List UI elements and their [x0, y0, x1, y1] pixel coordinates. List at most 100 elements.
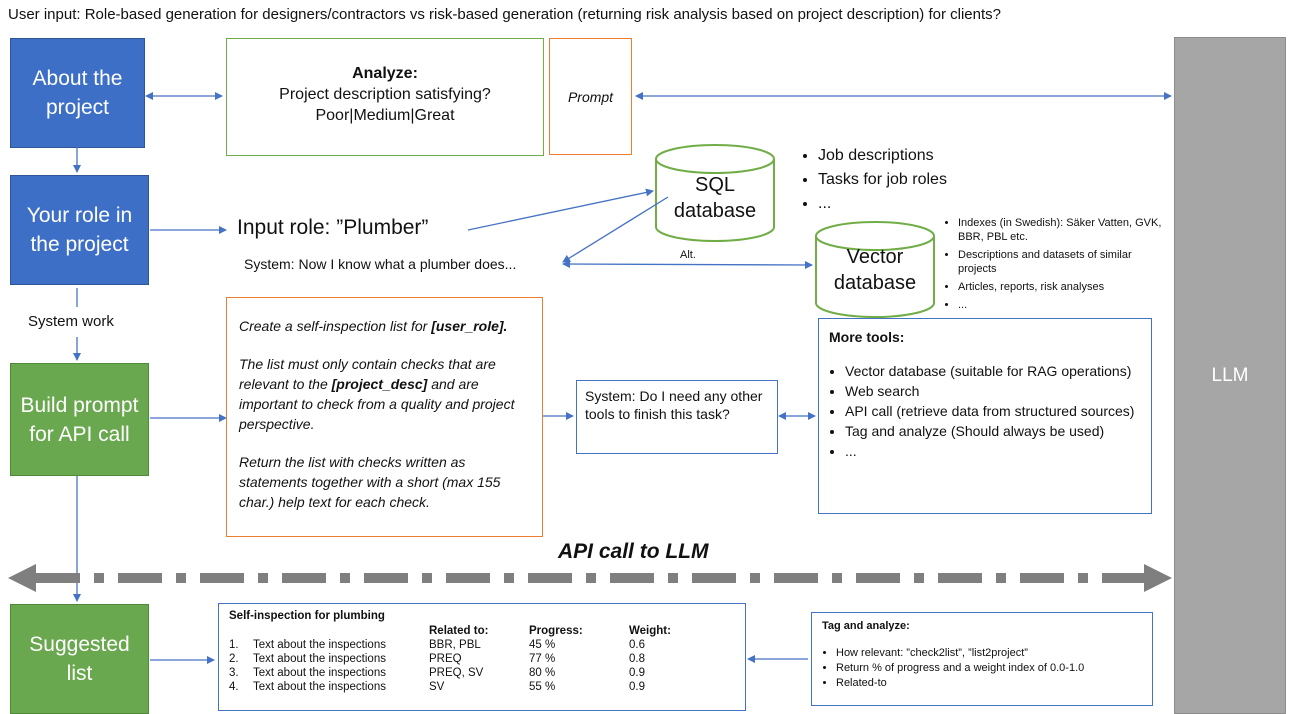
instruction-text: The list must only contain checks that a…: [239, 356, 496, 392]
instruction-paragraph-3: Return the list with checks written as s…: [239, 454, 501, 510]
stage-about-project: About the project: [10, 38, 145, 148]
table-cell: 2.: [229, 653, 239, 665]
more-tools-title: More tools:: [829, 329, 905, 345]
user-input-text: User input: Role-based generation for de…: [8, 6, 1001, 23]
list-item: Tasks for job roles: [818, 168, 947, 192]
list-item: How relevant: ”check2list”, ”list2projec…: [836, 646, 1142, 661]
vector-label-line1: Vector: [846, 246, 904, 268]
list-item: Related-to: [836, 676, 1142, 691]
table-cell: Text about the inspections: [253, 639, 386, 651]
column-header: [253, 624, 429, 638]
vector-label-line2: database: [833, 272, 917, 294]
arrow-system-vector: [562, 260, 813, 269]
stage-suggested-label: Suggested list: [29, 633, 130, 685]
instruction-paragraph-1: Create a self-inspection list for [user_…: [239, 316, 534, 336]
llm-label: LLM: [1211, 364, 1249, 386]
more-tools-list: Vector database (suitable for RAG operat…: [829, 361, 1141, 461]
prompt-label: Prompt: [567, 88, 614, 105]
column-header: Progress:: [529, 625, 583, 637]
analyze-box: Analyze: Project description satisfying?…: [226, 38, 544, 156]
table-cell: 0.9: [629, 667, 645, 679]
analyze-question: Project description satisfying?: [279, 86, 491, 103]
instruction-paragraph-2: The list must only contain checks that a…: [239, 354, 534, 434]
self-inspection-table: Related to: Progress: Weight: 1. Text ab…: [229, 624, 735, 694]
instruction-text: and are important to check from a qualit…: [239, 376, 515, 432]
tag-analyze-box: Tag and analyze: How relevant: ”check2li…: [811, 612, 1153, 706]
table-row: 2. Text about the inspections PREQ 77 % …: [229, 652, 735, 666]
list-item: ...: [818, 192, 947, 216]
column-header: [229, 624, 253, 638]
input-role-text: Input role: ”Plumber”: [237, 216, 429, 239]
table-cell: Text about the inspections: [253, 653, 386, 665]
table-cell: PREQ: [429, 653, 462, 665]
table-cell: 4.: [229, 681, 239, 693]
prompt-box: Prompt: [549, 38, 632, 155]
self-inspection-list-box: Self-inspection for plumbing Related to:…: [218, 603, 746, 711]
table-cell: 0.9: [629, 681, 645, 693]
tag-analyze-title: Tag and analyze:: [822, 620, 910, 632]
sql-label-line2: database: [673, 200, 757, 222]
stage-build-prompt: Build prompt for API call: [10, 363, 149, 476]
list-item: Indexes (in Swedish): Säker Vatten, GVK,…: [958, 216, 1168, 244]
list-item: ...: [845, 441, 1141, 461]
list-item: Vector database (suitable for RAG operat…: [845, 361, 1141, 381]
table-cell: SV: [429, 681, 445, 693]
list-item: Web search: [845, 381, 1141, 401]
sql-database-label: SQL database: [656, 172, 774, 224]
list-item: ...: [958, 298, 1168, 312]
analyze-title: Analyze:: [352, 65, 418, 82]
table-cell: 1.: [229, 639, 239, 651]
table-cell: Text about the inspections: [253, 667, 386, 679]
instruction-text: Create a self-inspection list for: [239, 318, 432, 334]
alt-label: Alt.: [680, 249, 696, 261]
table-cell: PREQ, SV: [429, 667, 484, 679]
system-work-label: System work: [28, 313, 114, 330]
instruction-bold: [user_role].: [431, 318, 508, 334]
table-cell: BBR, PBL: [429, 639, 481, 651]
table-cell: 3.: [229, 667, 239, 679]
table-header-row: Related to: Progress: Weight:: [229, 624, 735, 638]
api-call-label: API call to LLM: [558, 540, 709, 563]
column-header: Related to:: [429, 625, 489, 637]
list-item: Tag and analyze (Should always be used): [845, 421, 1141, 441]
table-row: 3. Text about the inspections PREQ, SV 8…: [229, 666, 735, 680]
table-cell: 55 %: [529, 681, 556, 693]
self-inspection-title: Self-inspection for plumbing: [229, 610, 385, 622]
system-plumber-text: System: Now I know what a plumber does..…: [244, 256, 517, 272]
system-question-box: System: Do I need any other tools to fin…: [576, 380, 778, 454]
tag-analyze-list: How relevant: ”check2list”, ”list2projec…: [822, 646, 1142, 691]
vector-bullet-list: Indexes (in Swedish): Säker Vatten, GVK,…: [944, 216, 1168, 312]
stage-build-label: Build prompt for API call: [20, 393, 139, 446]
stage-your-role: Your role in the project: [10, 175, 149, 285]
table-cell: 80 %: [529, 667, 556, 679]
instruction-bold: [project_desc]: [331, 376, 428, 392]
table-cell: 45 %: [529, 639, 556, 651]
table-cell: 0.6: [629, 639, 645, 651]
table-row: 1. Text about the inspections BBR, PBL 4…: [229, 638, 735, 652]
api-call-arrow: [8, 564, 1172, 592]
prompt-instructions-box: Create a self-inspection list for [user_…: [226, 297, 543, 537]
list-item: Descriptions and datasets of similar pro…: [958, 248, 1168, 276]
vector-database-cylinder: [815, 221, 935, 318]
arrow-input-to-sql: [467, 188, 654, 231]
system-question-text: System: Do I need any other tools to fin…: [585, 388, 763, 422]
table-cell: 0.8: [629, 653, 645, 665]
stage-suggested-list: Suggested list: [10, 604, 149, 714]
more-tools-box: More tools: Vector database (suitable fo…: [818, 318, 1152, 514]
stage-role-label: Your role in the project: [26, 204, 133, 256]
analyze-options: Poor|Medium|Great: [315, 107, 455, 124]
table-row: 4. Text about the inspections SV 55 % 0.…: [229, 680, 735, 694]
column-header: Weight:: [629, 625, 671, 637]
list-item: Return % of progress and a weight index …: [836, 661, 1142, 676]
stage-about-label: About the project: [32, 67, 123, 119]
sql-bullet-list: Job descriptions Tasks for job roles ...: [798, 144, 947, 216]
list-item: Job descriptions: [818, 144, 947, 168]
table-cell: Text about the inspections: [253, 681, 386, 693]
sql-label-line1: SQL: [694, 174, 736, 196]
sql-database-cylinder: [655, 144, 775, 242]
vector-database-label: Vector database: [816, 244, 934, 296]
table-cell: 77 %: [529, 653, 556, 665]
list-item: API call (retrieve data from structured …: [845, 401, 1141, 421]
list-item: Articles, reports, risk analyses: [958, 280, 1168, 294]
